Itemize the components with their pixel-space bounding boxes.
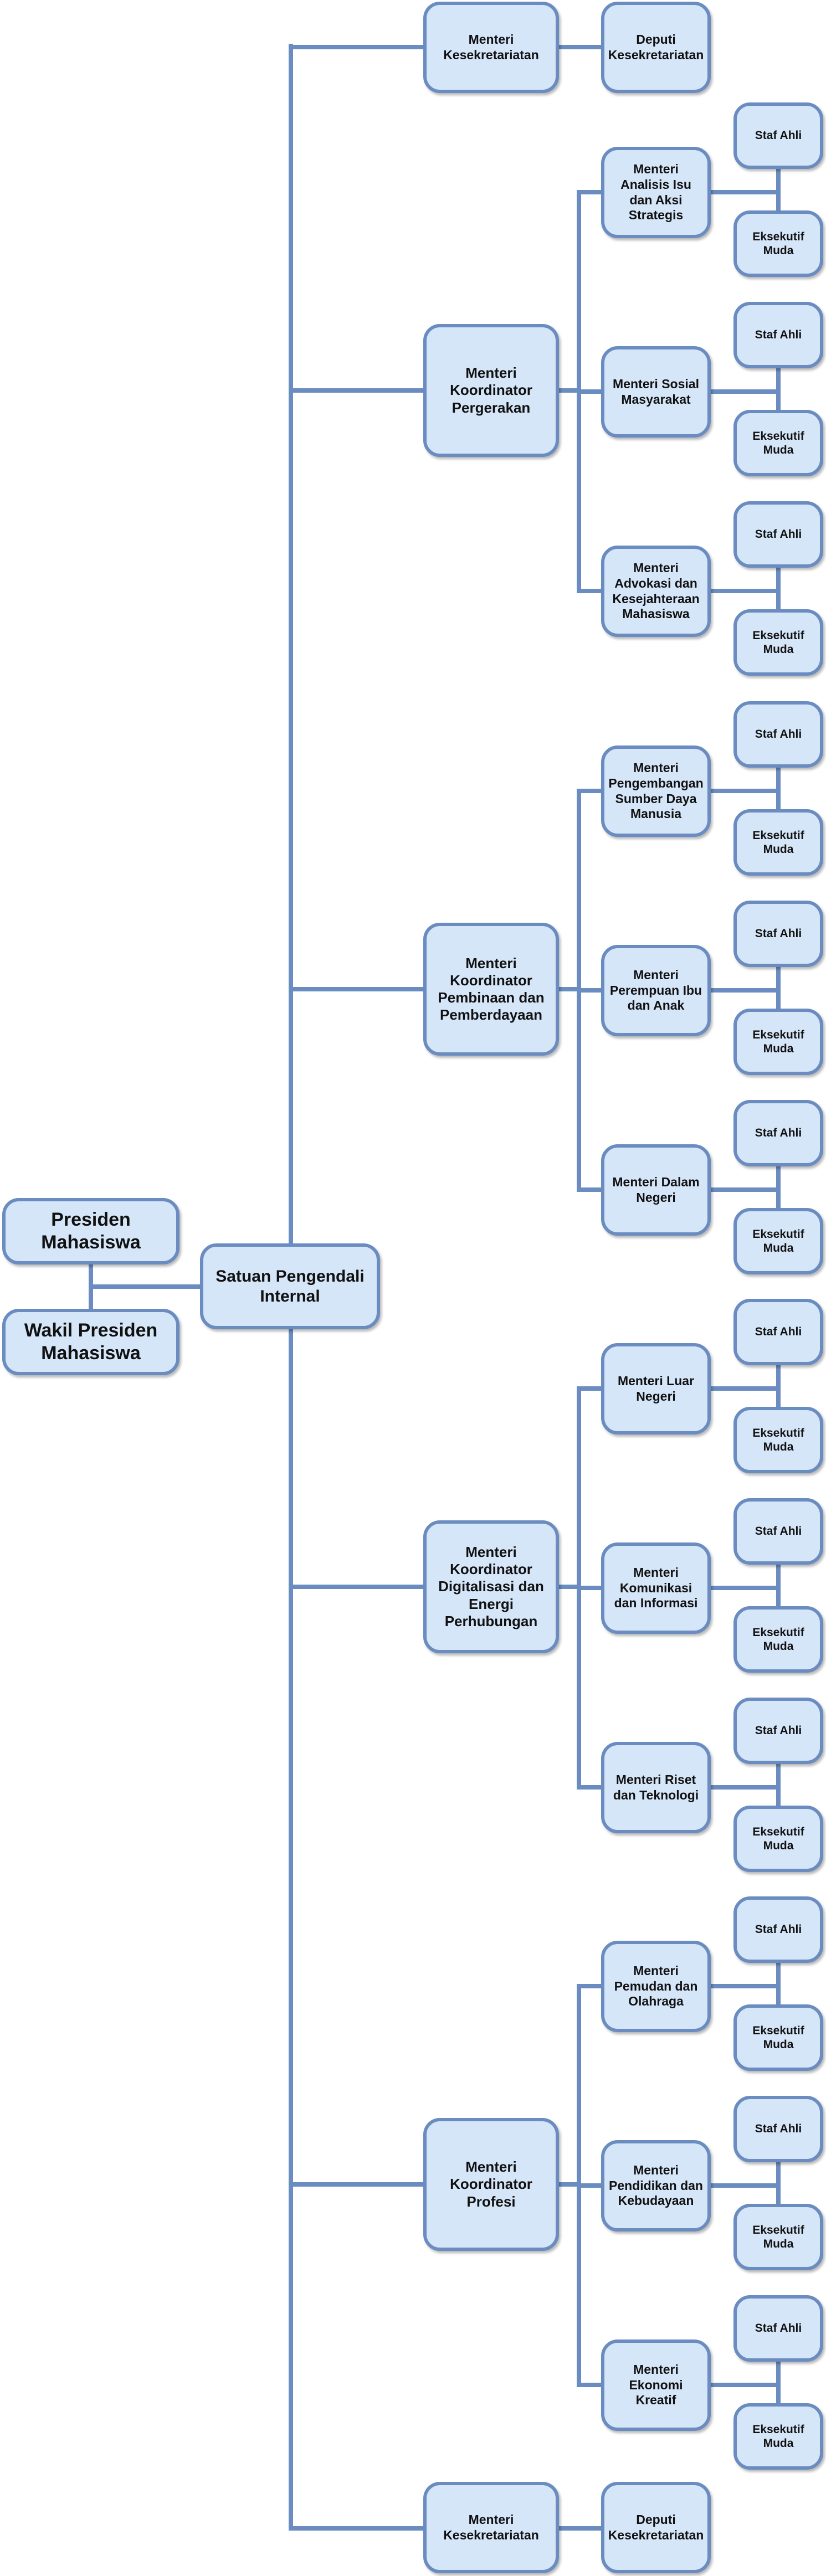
eksekutif-muda-node[interactable]: Eksekutif Muda [733,410,823,476]
menteri-label: Menteri Pemudan dan Olahraga [614,1963,698,2009]
eksekutif-muda-label: Eksekutif Muda [752,1227,804,1254]
eksekutif-muda-node[interactable]: Eksekutif Muda [733,1208,823,1274]
menteri-label: Menteri Dalam Negeri [612,1174,700,1205]
presiden-node[interactable]: Presiden Mahasiswa [2,1198,179,1264]
staf-ahli-label: Staf Ahli [755,1325,802,1339]
menteri-node[interactable]: Menteri Perempuan Ibu dan Anak [601,945,711,1036]
staf-ahli-node[interactable]: Staf Ahli [733,302,823,368]
deputi-kesekretariatan-top-node[interactable]: Deputi Kesekretariatan [601,2,711,93]
presiden-label: Presiden Mahasiswa [41,1209,141,1253]
menteri-label: Menteri Pendidikan dan Kebudayaan [609,2163,703,2208]
menteri-node[interactable]: Menteri Pemudan dan Olahraga [601,1941,711,2032]
staf-ahli-node[interactable]: Staf Ahli [733,2295,823,2362]
menteri-label: Menteri Advokasi dan Kesejahteraan Mahas… [612,561,700,621]
staf-ahli-label: Staf Ahli [755,2322,802,2335]
deputi-kesekretariatan-label: Deputi Kesekretariatan [608,2512,704,2542]
menteri-label: Menteri Luar Negeri [617,1373,695,1403]
staf-ahli-label: Staf Ahli [755,2122,802,2136]
menteri-node[interactable]: Menteri Sosial Masyarakat [601,346,711,438]
staf-ahli-node[interactable]: Staf Ahli [733,1896,823,1963]
koordinator-label: Menteri Koordinator Pembinaan dan Pember… [438,954,545,1024]
menteri-kesekretariatan-label: Menteri Kesekretariatan [443,32,539,62]
staf-ahli-node[interactable]: Staf Ahli [733,701,823,768]
staf-ahli-label: Staf Ahli [755,1724,802,1737]
eksekutif-muda-node[interactable]: Eksekutif Muda [733,2403,823,2470]
eksekutif-muda-node[interactable]: Eksekutif Muda [733,2004,823,2071]
menteri-node[interactable]: Menteri Komunikasi dan Informasi [601,1542,711,1634]
eksekutif-muda-node[interactable]: Eksekutif Muda [733,809,823,876]
menteri-kesekretariatan-label: Menteri Kesekretariatan [443,2512,539,2542]
deputi-kesekretariatan-label: Deputi Kesekretariatan [608,32,704,62]
koordinator-pergerakan-node[interactable]: Menteri Koordinator Pergerakan [423,324,559,457]
eksekutif-muda-label: Eksekutif Muda [752,1426,804,1453]
eksekutif-muda-label: Eksekutif Muda [752,2024,804,2051]
koordinator-profesi-node[interactable]: Menteri Koordinator Profesi [423,2118,559,2251]
satuan-pengendali-node[interactable]: Satuan Pengendali Internal [200,1243,380,1329]
menteri-node[interactable]: Menteri Advokasi dan Kesejahteraan Mahas… [601,546,711,637]
staf-ahli-node[interactable]: Staf Ahli [733,1698,823,1764]
wakil-presiden-label: Wakil Presiden Mahasiswa [24,1320,158,1364]
koordinator-label: Menteri Koordinator Profesi [450,2158,532,2210]
staf-ahli-label: Staf Ahli [755,528,802,541]
eksekutif-muda-label: Eksekutif Muda [752,1028,804,1055]
staf-ahli-label: Staf Ahli [755,728,802,741]
staf-ahli-label: Staf Ahli [755,1127,802,1140]
menteri-label: Menteri Ekonomi Kreatif [629,2362,683,2408]
staf-ahli-node[interactable]: Staf Ahli [733,1100,823,1166]
eksekutif-muda-node[interactable]: Eksekutif Muda [733,1407,823,1473]
eksekutif-muda-node[interactable]: Eksekutif Muda [733,609,823,676]
staf-ahli-label: Staf Ahli [755,927,802,940]
staf-ahli-node[interactable]: Staf Ahli [733,1498,823,1565]
koordinator-label: Menteri Koordinator Pergerakan [450,364,532,416]
staf-ahli-label: Staf Ahli [755,129,802,142]
menteri-label: Menteri Perempuan Ibu dan Anak [609,968,702,1013]
eksekutif-muda-label: Eksekutif Muda [752,629,804,656]
menteri-label: Menteri Komunikasi dan Informasi [614,1565,698,1611]
staf-ahli-label: Staf Ahli [755,1923,802,1936]
koordinator-label: Menteri Koordinator Digitalisasi dan Ene… [438,1544,544,1629]
menteri-kesekretariatan-bottom-node[interactable]: Menteri Kesekretariatan [423,2482,559,2573]
staf-ahli-label: Staf Ahli [755,1525,802,1538]
eksekutif-muda-label: Eksekutif Muda [752,2223,804,2250]
menteri-node[interactable]: Menteri Pengembangan Sumber Daya Manusia [601,745,711,837]
eksekutif-muda-label: Eksekutif Muda [752,230,804,257]
staf-ahli-node[interactable]: Staf Ahli [733,1299,823,1365]
eksekutif-muda-node[interactable]: Eksekutif Muda [733,1606,823,1673]
eksekutif-muda-label: Eksekutif Muda [752,2423,804,2450]
eksekutif-muda-label: Eksekutif Muda [752,829,804,856]
menteri-label: Menteri Riset dan Teknologi [613,1772,699,1802]
staf-ahli-node[interactable]: Staf Ahli [733,102,823,169]
menteri-label: Menteri Sosial Masyarakat [613,376,699,407]
eksekutif-muda-label: Eksekutif Muda [752,1626,804,1653]
satuan-pengendali-label: Satuan Pengendali Internal [216,1267,365,1305]
staf-ahli-label: Staf Ahli [755,328,802,342]
staf-ahli-node[interactable]: Staf Ahli [733,501,823,568]
menteri-kesekretariatan-top-node[interactable]: Menteri Kesekretariatan [423,2,559,93]
menteri-node[interactable]: Menteri Pendidikan dan Kebudayaan [601,2140,711,2231]
menteri-label: Menteri Pengembangan Sumber Daya Manusia [608,760,704,821]
menteri-label: Menteri Analisis Isu dan Aksi Strategis [620,162,691,223]
eksekutif-muda-node[interactable]: Eksekutif Muda [733,1806,823,1872]
menteri-node[interactable]: Menteri Dalam Negeri [601,1144,711,1236]
staf-ahli-node[interactable]: Staf Ahli [733,901,823,967]
menteri-node[interactable]: Menteri Luar Negeri [601,1343,711,1434]
eksekutif-muda-node[interactable]: Eksekutif Muda [733,2204,823,2270]
eksekutif-muda-label: Eksekutif Muda [752,1825,804,1852]
menteri-node[interactable]: Menteri Ekonomi Kreatif [601,2340,711,2431]
eksekutif-muda-label: Eksekutif Muda [752,429,804,456]
eksekutif-muda-node[interactable]: Eksekutif Muda [733,1009,823,1075]
menteri-node[interactable]: Menteri Analisis Isu dan Aksi Strategis [601,147,711,238]
eksekutif-muda-node[interactable]: Eksekutif Muda [733,210,823,277]
staf-ahli-node[interactable]: Staf Ahli [733,2096,823,2162]
menteri-node[interactable]: Menteri Riset dan Teknologi [601,1742,711,1833]
wakil-presiden-node[interactable]: Wakil Presiden Mahasiswa [2,1309,179,1375]
koordinator-pembinaan-node[interactable]: Menteri Koordinator Pembinaan dan Pember… [423,923,559,1056]
deputi-kesekretariatan-bottom-node[interactable]: Deputi Kesekretariatan [601,2482,711,2573]
koordinator-digitalisasi-node[interactable]: Menteri Koordinator Digitalisasi dan Ene… [423,1520,559,1653]
